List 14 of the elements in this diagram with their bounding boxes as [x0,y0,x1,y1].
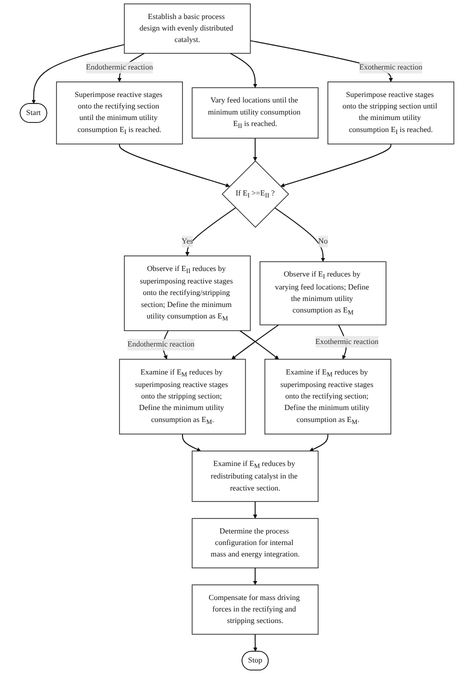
arrow [253,567,258,586]
arrow [280,144,392,188]
arrow [309,434,328,452]
arrow [253,501,258,519]
arrow [239,330,279,360]
arrow [32,44,125,104]
arrow [253,634,258,652]
arrow [182,434,201,452]
arrow [119,144,230,188]
arrow [230,52,258,88]
arrow [253,138,258,162]
arrow [231,324,280,360]
arrow [274,207,326,262]
arrow [185,207,236,256]
